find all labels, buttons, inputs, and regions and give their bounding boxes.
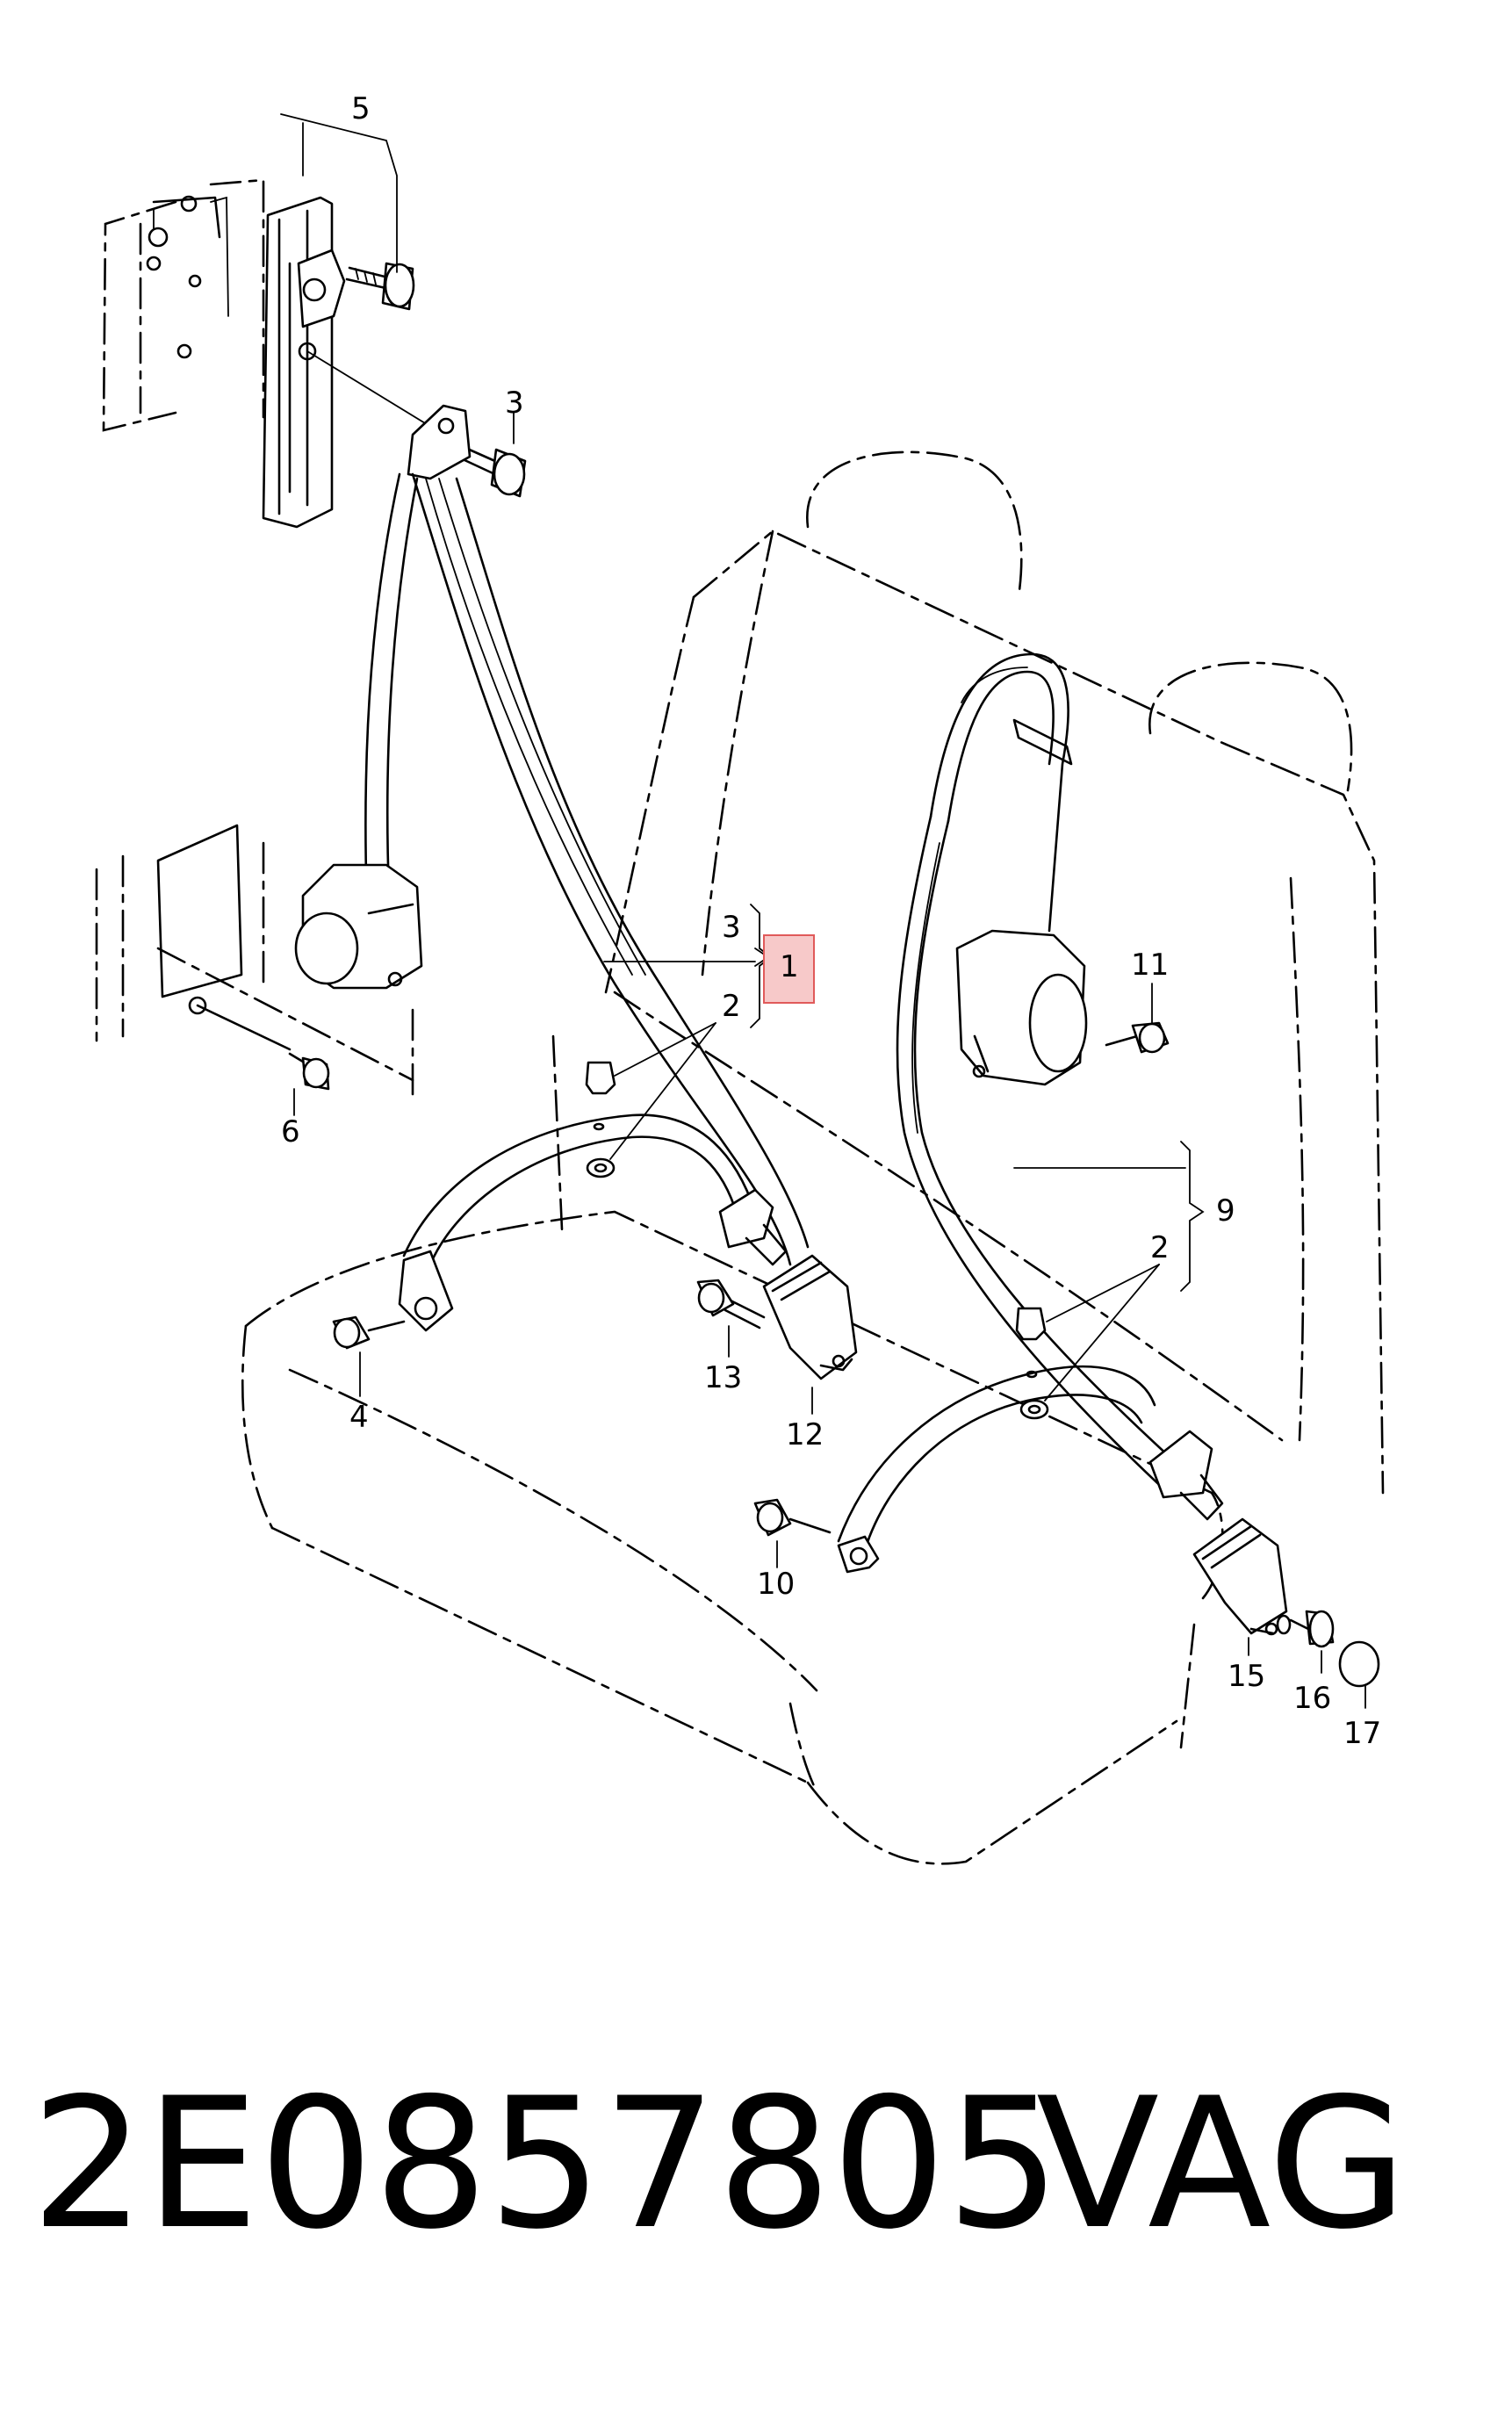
callout-1: 1: [780, 949, 799, 984]
part-number: 2E0857805: [31, 2060, 1061, 2269]
callout-6: 6: [281, 1114, 300, 1149]
bolt-11-icon: [1105, 983, 1170, 1054]
callout-10: 10: [757, 1567, 795, 1602]
leader-5: [280, 113, 398, 273]
left-retractor: [294, 863, 423, 990]
highlight-box: [763, 934, 815, 1004]
callout-9: 9: [1216, 1193, 1235, 1229]
cap-17-icon: [1338, 1640, 1380, 1709]
left-belt-tongue: [718, 1188, 788, 1266]
right-lap-belt: [837, 1365, 1156, 1574]
bolt-6-icon: [288, 1052, 330, 1116]
bracket-left-assembly: [603, 904, 773, 1028]
screw-2-right-icon: [1015, 1264, 1160, 1420]
callout-4: 4: [349, 1400, 369, 1435]
screw-2-left-icon: [585, 1022, 716, 1178]
callout-2-left: 2: [722, 989, 741, 1024]
right-retractor: [955, 929, 1088, 1086]
seat-outline: [241, 450, 1385, 1865]
bolt-13-icon: [696, 1279, 766, 1358]
bolt-5-icon: [345, 262, 415, 311]
callout-12: 12: [786, 1417, 824, 1452]
bolt-4-icon: [332, 1315, 406, 1397]
buckle-15-icon: [1192, 1517, 1288, 1656]
lower-pillar-panel: [95, 824, 414, 1099]
callout-15: 15: [1228, 1659, 1265, 1694]
bolt-10-icon: [753, 1498, 832, 1568]
callout-3-top: 3: [505, 386, 524, 421]
callout-16: 16: [1293, 1681, 1331, 1716]
brand-label: VAG: [1036, 2060, 1408, 2269]
callout-3-bracket: 3: [722, 910, 741, 945]
bolt-3-icon: [461, 412, 527, 498]
right-belt-tongue: [1148, 1430, 1224, 1521]
callout-11: 11: [1131, 948, 1169, 983]
b-pillar-panel: [102, 178, 265, 432]
height-adjuster-rail: [262, 196, 346, 529]
buckle-12-icon: [762, 1254, 858, 1415]
callout-2-right: 2: [1150, 1230, 1170, 1265]
left-belt-webbing: [364, 404, 810, 1266]
callout-5: 5: [351, 91, 371, 126]
bracket-right-assembly: [1013, 1141, 1205, 1292]
bolt-16-icon: [1276, 1610, 1335, 1674]
callout-17: 17: [1343, 1716, 1381, 1751]
callout-13: 13: [704, 1360, 742, 1395]
left-lap-belt: [398, 1113, 757, 1332]
